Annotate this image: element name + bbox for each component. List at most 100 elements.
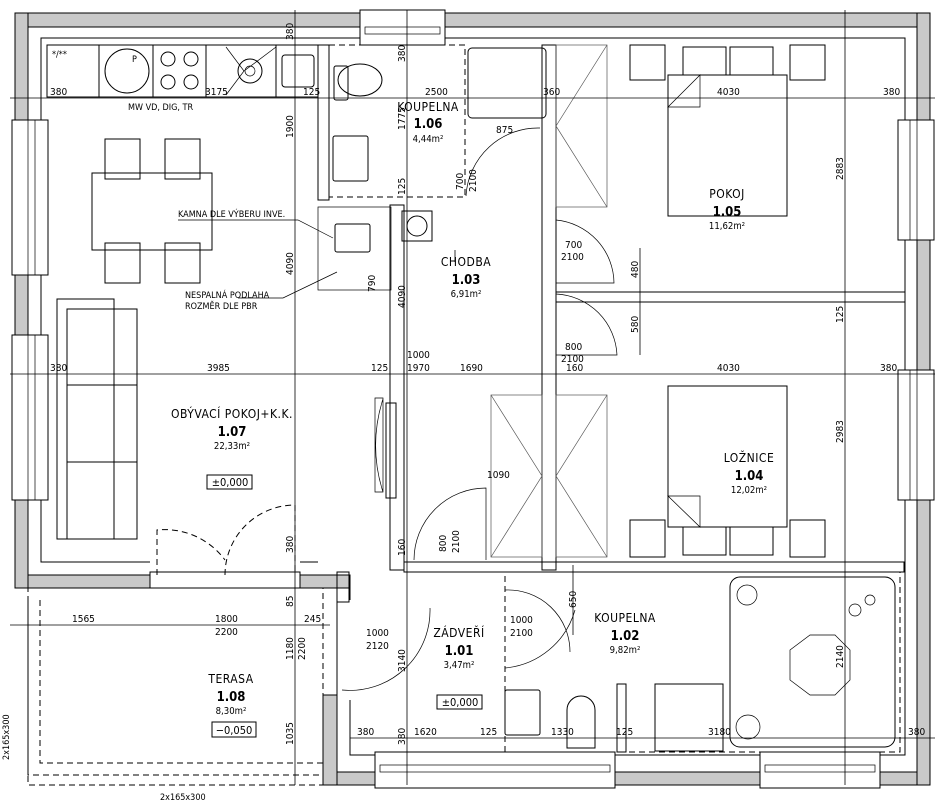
dim-label: 2500 [425, 87, 448, 98]
dim-label: 2120 [366, 641, 389, 652]
room-103-label: CHODBA 1.03 6,91m² [441, 255, 491, 300]
wardrobes [490, 44, 608, 558]
floor-note-1: NESPALNÁ PODLAHA [185, 289, 270, 301]
dim-label: 800 [565, 342, 582, 353]
dim-label: 2200 [215, 627, 238, 638]
dim-label: 1620 [414, 727, 437, 738]
washbasin-icon [332, 135, 369, 182]
svg-text:LOŽNICE: LOŽNICE [724, 450, 775, 465]
cooktop-icon [160, 51, 199, 90]
svg-text:1.03: 1.03 [452, 273, 481, 288]
toilet-icon [337, 63, 383, 97]
dim-label: 1775 [397, 107, 408, 130]
sofa [56, 298, 138, 540]
window-top [359, 9, 446, 46]
sink-icon [225, 46, 277, 96]
svg-text:KOUPELNA: KOUPELNA [397, 100, 459, 114]
dim-label: 125 [397, 178, 408, 195]
window-bottom-left [374, 751, 616, 789]
room-106-label: KOUPELNA 1.06 4,44m² [397, 100, 459, 145]
whirlpool-icon [729, 576, 896, 748]
dim-label: 875 [496, 125, 513, 136]
dim-label: 700 [565, 240, 582, 251]
wall-inner-lines [40, 37, 906, 756]
kitchen-counter [46, 44, 319, 98]
dim-label: 1035 [285, 722, 296, 745]
dim-label: 1000 [510, 615, 533, 626]
oven-symbol: P [132, 55, 137, 65]
dim-label: 160 [397, 539, 408, 556]
svg-text:KOUPELNA: KOUPELNA [594, 611, 656, 625]
room-104-label: LOŽNICE 1.04 12,02m² [724, 450, 775, 496]
oven-icon [104, 48, 150, 94]
dim-label: 2200 [297, 637, 308, 660]
dim-label: 700 [455, 173, 466, 190]
dim-label: 380 [50, 87, 67, 98]
dim-label: 3140 [397, 649, 408, 672]
dimension-labels: 380 3175 125 2500 360 4030 380 380 380 1… [50, 23, 925, 745]
svg-text:11,62m²: 11,62m² [709, 221, 745, 232]
bathroom-106-outline [328, 44, 466, 198]
dim-label: 125 [371, 363, 388, 374]
washbasin-icon [504, 689, 541, 736]
room-107-label: OBÝVACÍ POKOJ+K.K. 1.07 22,33m² ±0,000 [171, 406, 293, 490]
window-right-upper [897, 119, 935, 241]
svg-text:OBÝVACÍ POKOJ+K.K.: OBÝVACÍ POKOJ+K.K. [171, 406, 293, 421]
svg-text:POKOJ: POKOJ [709, 187, 745, 201]
bathroom-106-fixtures [332, 47, 547, 242]
kitchen-appliances-note: MW VD, DIG, TR [128, 103, 193, 113]
svg-text:1.01: 1.01 [445, 644, 474, 659]
dim-label: 2100 [468, 169, 479, 192]
stove-note: KAMNA DLE VÝBERU INVE. [178, 208, 285, 220]
dim-label: 3985 [207, 363, 230, 374]
dim-label: 380 [880, 363, 897, 374]
svg-text:4,44m²: 4,44m² [413, 134, 444, 145]
dim-label: 245 [304, 614, 321, 625]
dim-label: 4030 [717, 87, 740, 98]
dim-label: 4030 [717, 363, 740, 374]
small-sink-icon [281, 54, 315, 88]
dim-label: 2983 [835, 420, 846, 443]
svg-text:3,47m²: 3,47m² [444, 660, 475, 671]
dim-label: 360 [543, 87, 560, 98]
dim-label: 650 [568, 591, 579, 608]
window-right-lower [897, 369, 935, 501]
annotations: MW VD, DIG, TR */** P KAMNA DLE VÝBERU I… [2, 50, 285, 802]
dim-label: 380 [50, 363, 67, 374]
window-bottom-right [759, 751, 881, 789]
washing-machine-icon [401, 210, 433, 242]
dim-label: 4090 [285, 252, 296, 275]
dim-label: 1800 [215, 614, 238, 625]
dim-label: 790 [367, 275, 378, 292]
dim-label: 580 [630, 316, 641, 333]
dim-label: 1000 [366, 628, 389, 639]
dim-label: 480 [630, 261, 641, 278]
dim-label: 1900 [285, 115, 296, 138]
svg-text:TERASA: TERASA [207, 672, 253, 686]
level-mark: −0,050 [216, 724, 253, 737]
dim-label: 380 [883, 87, 900, 98]
dim-label: 1565 [72, 614, 95, 625]
svg-text:22,33m²: 22,33m² [214, 441, 250, 452]
dim-label: 160 [566, 363, 583, 374]
svg-text:9,82m²: 9,82m² [610, 645, 641, 656]
dim-label: 1970 [407, 363, 430, 374]
dim-label: 380 [397, 728, 408, 745]
dim-label: 125 [616, 727, 633, 738]
level-mark: ±0,000 [212, 476, 249, 489]
room-102-label: KOUPELNA 1.02 9,82m² [594, 611, 656, 656]
dim-label: 380 [908, 727, 925, 738]
stairs-note-left: 2x165x300 [2, 714, 12, 760]
room-101-label: ZÁDVEŘÍ 1.01 3,47m² ±0,000 [433, 625, 484, 710]
dim-label: 2140 [835, 645, 846, 668]
dim-label: 1000 [407, 350, 430, 361]
dim-label: 2100 [561, 252, 584, 263]
dim-label: 380 [357, 727, 374, 738]
shower-icon [654, 683, 724, 752]
dim-label: 4090 [397, 285, 408, 308]
svg-text:1.07: 1.07 [218, 425, 247, 440]
room-105-label: POKOJ 1.05 11,62m² [709, 187, 745, 232]
svg-text:1.06: 1.06 [414, 117, 443, 132]
terrace-outline [27, 587, 324, 786]
floor-note-2: ROZMĚR DLE PBR [185, 300, 258, 312]
